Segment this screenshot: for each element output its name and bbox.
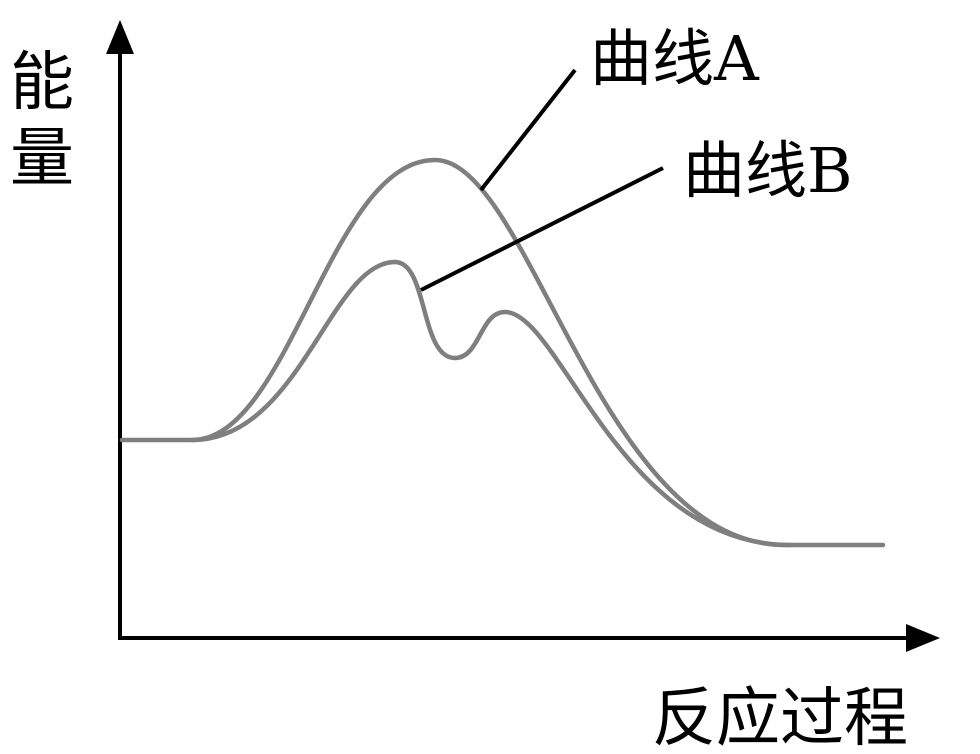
x-axis-label: 反应过程 bbox=[652, 682, 908, 754]
x-axis-arrow-icon bbox=[906, 624, 940, 652]
curve-b-leader-line bbox=[420, 166, 664, 292]
axes bbox=[106, 20, 940, 652]
y-axis-arrow-icon bbox=[106, 20, 134, 54]
y-axis-label-line-2: 量 bbox=[10, 122, 74, 196]
curve-b bbox=[119, 259, 793, 548]
curve-a-leader-line bbox=[479, 68, 577, 192]
curve-b-label: 曲线B bbox=[683, 134, 853, 207]
curve-a-label: 曲线A bbox=[590, 22, 760, 95]
curve-a bbox=[189, 157, 886, 548]
y-axis-label-line-1: 能 bbox=[10, 46, 74, 120]
